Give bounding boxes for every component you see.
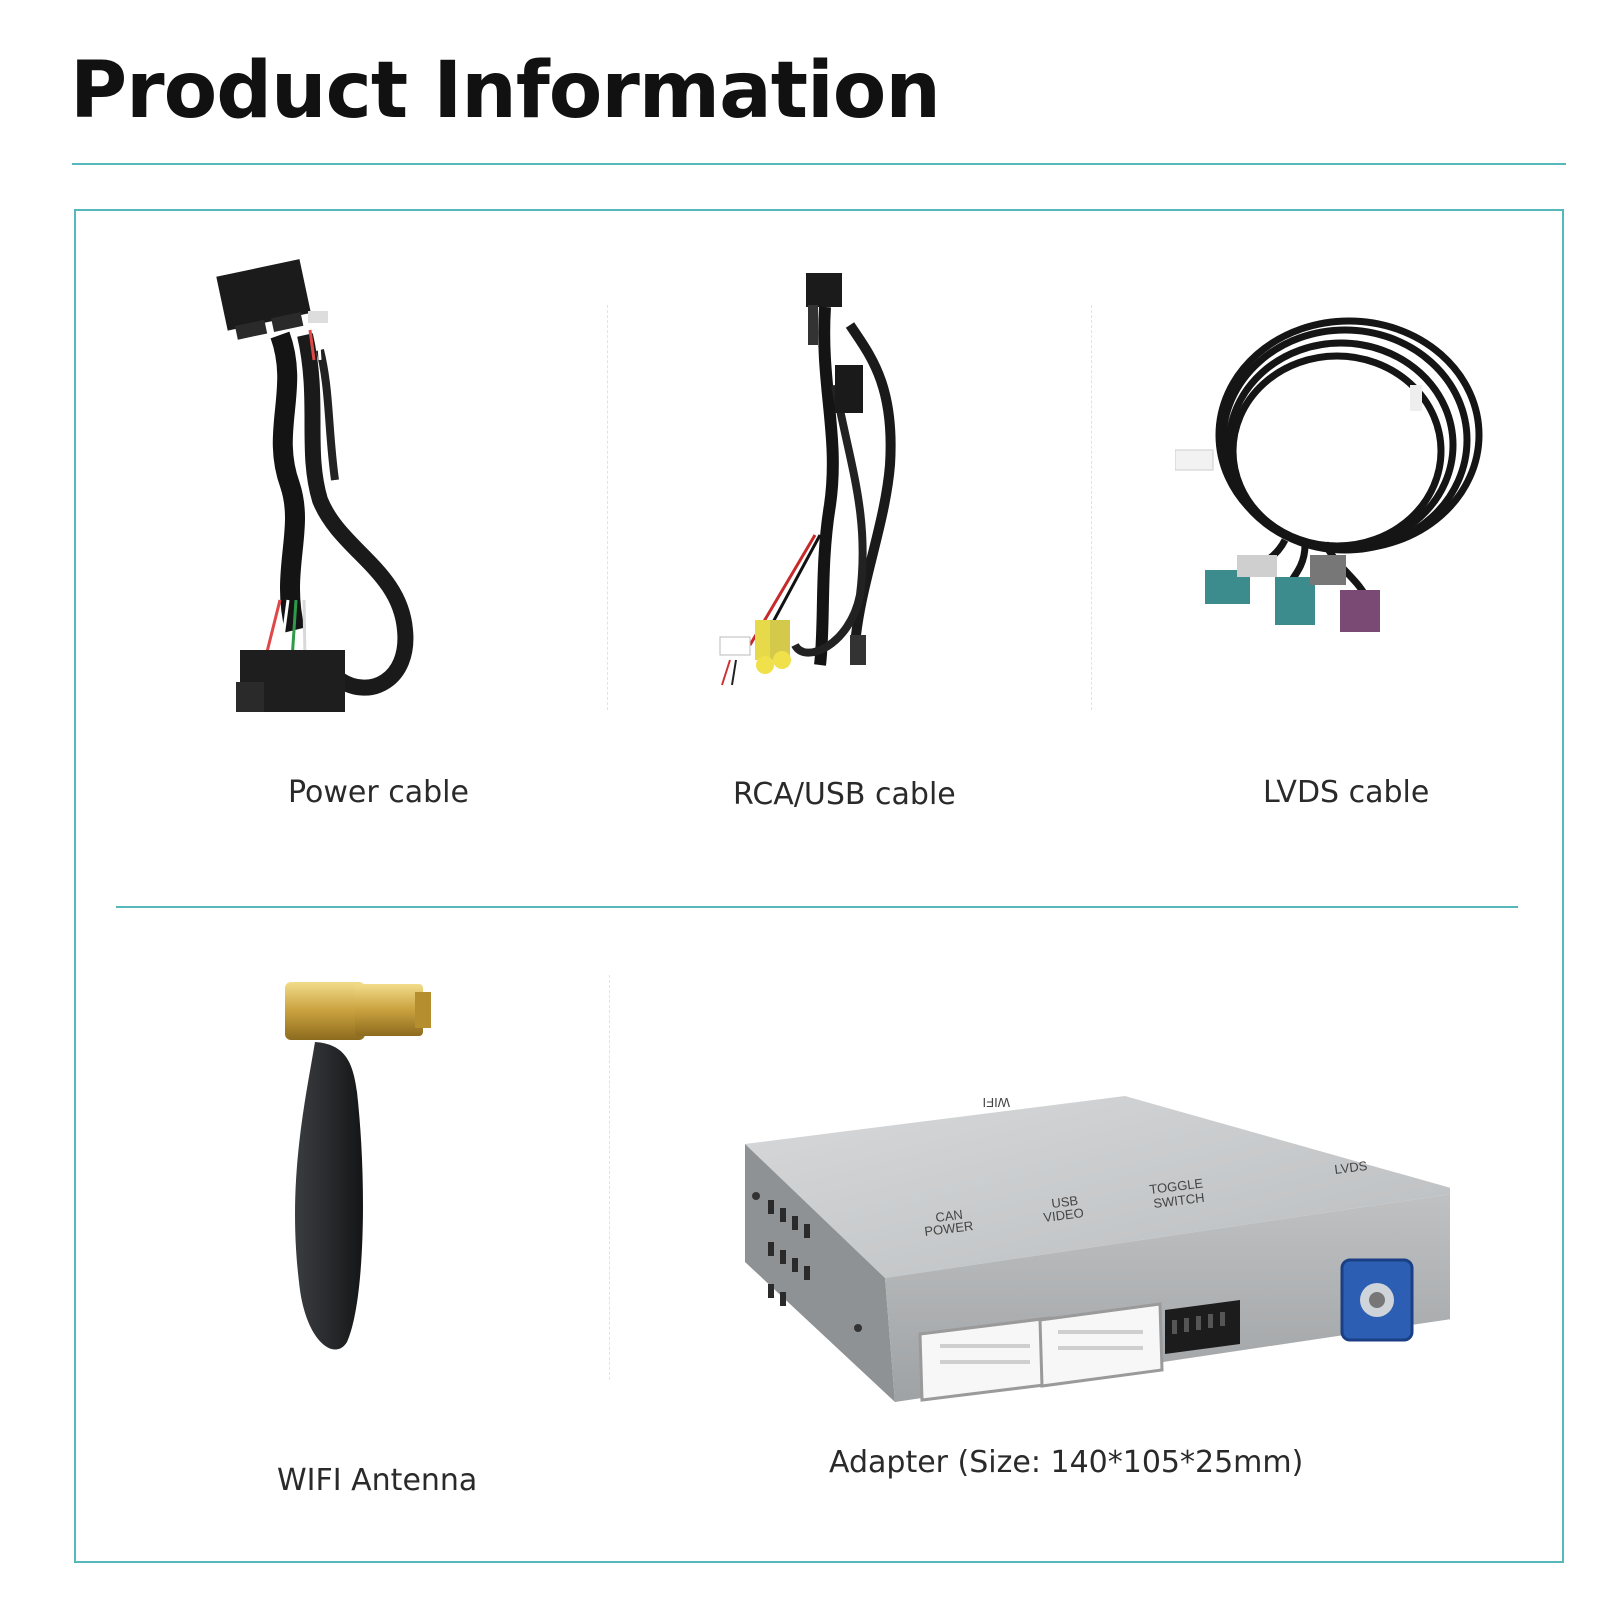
column-divider <box>609 975 610 1380</box>
column-divider <box>1091 305 1092 710</box>
caption-power-cable: Power cable <box>288 775 469 810</box>
adapter-image: WIFI CAN POWER USB VIDEO TOGGLE SWITCH L… <box>740 1082 1450 1402</box>
title-divider <box>72 163 1566 165</box>
caption-rca-usb-cable: RCA/USB cable <box>733 777 956 812</box>
adapter-power-label: POWER <box>924 1218 975 1239</box>
adapter-video-label: VIDEO <box>1043 1205 1085 1225</box>
adapter-usb-label: USB <box>1051 1193 1079 1211</box>
caption-wifi-antenna: WIFI Antenna <box>277 1463 478 1498</box>
row-divider <box>116 906 1518 908</box>
adapter-toggle-label: TOGGLE <box>1149 1175 1205 1197</box>
page-title: Product Information <box>70 46 941 136</box>
adapter-can-label: CAN <box>935 1207 964 1225</box>
rca-usb-cable-image <box>710 265 950 725</box>
product-frame <box>74 209 1564 1563</box>
adapter-lvds-label: LVDS <box>1334 1158 1369 1177</box>
caption-adapter: Adapter (Size: 140*105*25mm) <box>829 1445 1304 1480</box>
adapter-wifi-label: WIFI <box>983 1095 1010 1110</box>
adapter-switch-label: SWITCH <box>1153 1190 1206 1211</box>
column-divider <box>607 305 608 710</box>
power-cable-image <box>210 250 440 740</box>
lvds-cable-image <box>1175 315 1485 655</box>
caption-lvds-cable: LVDS cable <box>1263 775 1430 810</box>
wifi-antenna-image <box>275 982 435 1377</box>
